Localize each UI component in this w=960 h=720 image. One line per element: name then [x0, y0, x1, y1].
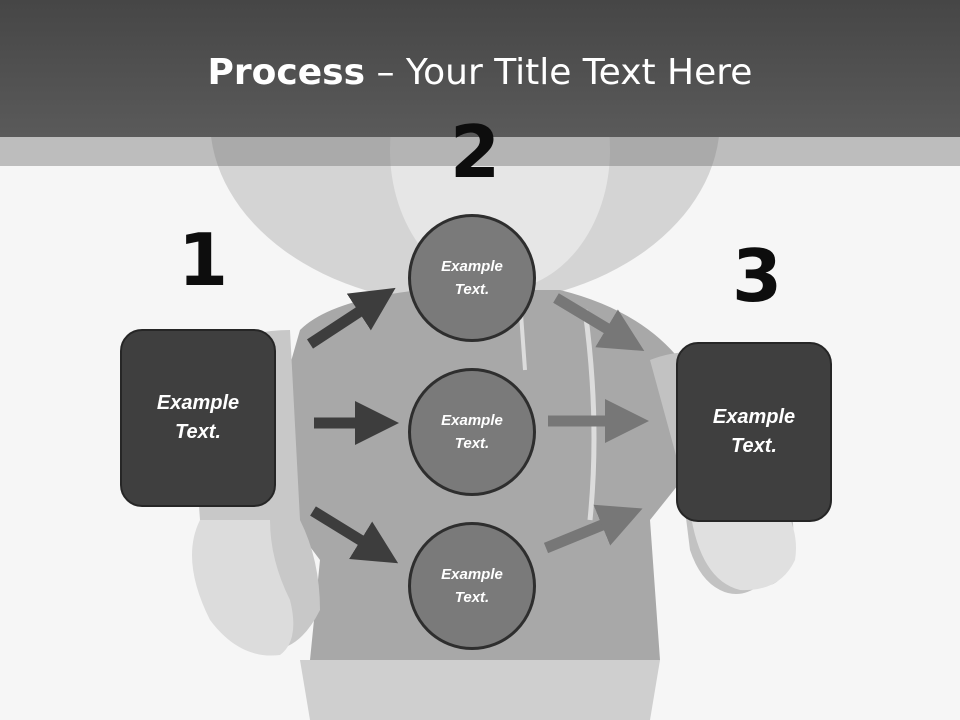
left-box-text: Example Text. [156, 392, 240, 443]
arrow-circle-1-to-right [553, 293, 645, 351]
process-circle-2: Example Text. [408, 368, 536, 496]
title-bold: Process [207, 52, 366, 93]
process-circle-3: Example Text. [408, 522, 536, 650]
right-box: Example Text. [676, 342, 832, 522]
circle-1-text: Example Text. [441, 258, 503, 298]
process-circle-1: Example Text. [408, 214, 536, 342]
circle-3-text: Example Text. [441, 566, 503, 606]
step-number-2: 2 [450, 110, 501, 194]
step-number-3: 3 [732, 234, 783, 318]
arrow-left-to-circle-1 [306, 287, 396, 349]
slide-title: Process – Your Title Text Here [0, 52, 960, 93]
title-bar [0, 0, 960, 137]
step-number-1: 1 [178, 218, 229, 302]
title-bar-strip [0, 137, 960, 166]
left-box: Example Text. [120, 329, 276, 507]
right-box-text: Example Text. [712, 406, 796, 457]
circle-2-text: Example Text. [441, 412, 503, 452]
title-rest: – Your Title Text Here [365, 52, 753, 93]
arrow-circle-3-to-right [543, 504, 643, 554]
arrow-left-to-circle-3 [310, 506, 399, 564]
